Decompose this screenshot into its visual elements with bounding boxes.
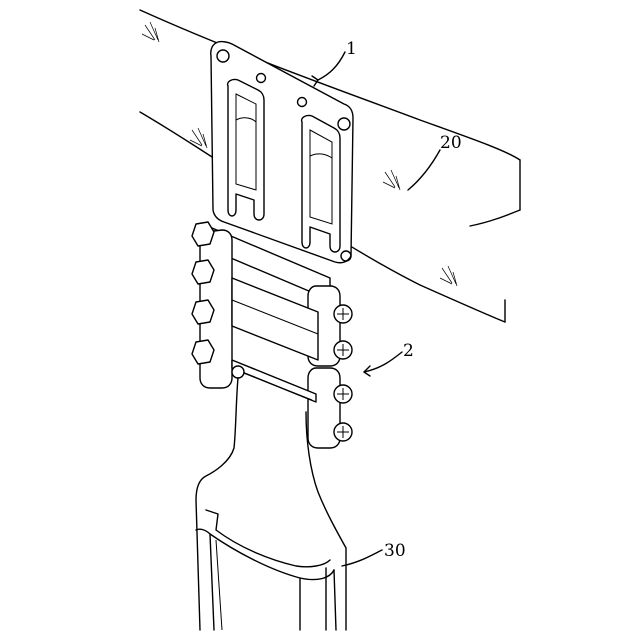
clip-plate-1 [211, 42, 353, 263]
label-part-30: 30 [384, 541, 406, 561]
label-part-1: 1 [346, 39, 357, 59]
label-part-2: 2 [403, 341, 414, 361]
label-part-20: 20 [440, 133, 462, 153]
